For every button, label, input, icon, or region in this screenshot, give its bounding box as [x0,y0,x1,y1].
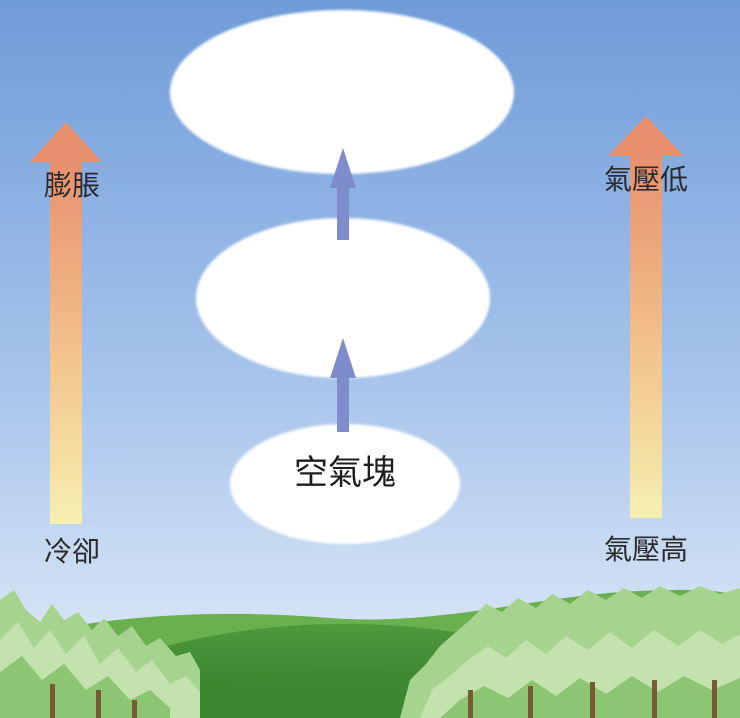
rising-arrow-lower [330,338,356,432]
high-pressure-label: 氣壓高 [604,533,689,566]
rising-arrow-upper [330,148,356,240]
air-parcel-label: 空氣塊 [294,453,396,493]
air-parcel-bottom [230,424,460,544]
expanding-air-parcel-middle [196,218,490,378]
low-pressure-label: 氣壓低 [604,163,689,196]
right-trees [400,586,740,718]
cool-label: 冷卻 [44,535,101,568]
expanded-air-parcel-top [170,10,514,174]
expand-label: 膨脹 [44,169,101,202]
temperature-arrow-left [30,122,102,524]
pressure-arrow-right [608,116,684,518]
left-trees [0,590,200,718]
